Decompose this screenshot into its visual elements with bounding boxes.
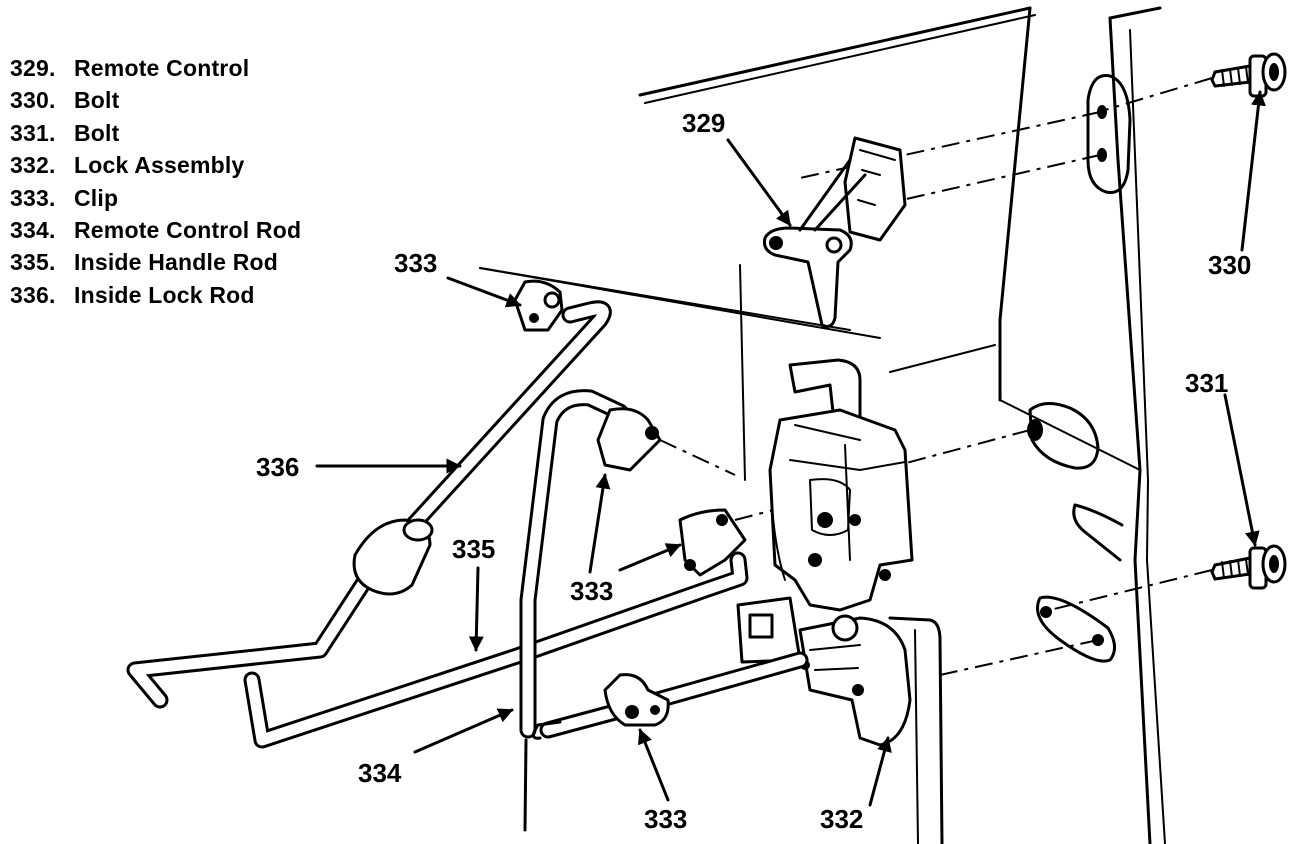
callout-333-bottom: 333 [644,804,687,834]
legend-number: 331. [10,119,56,146]
alignment-lines [479,77,1213,676]
legend-number: 334. [10,217,56,244]
remote-control-329 [763,136,907,328]
callout-330: 330 [1208,250,1251,280]
clip-333-bottom-icon [603,673,670,727]
callout-329: 329 [682,108,725,138]
callout-333-mid: 333 [570,576,613,606]
panel-slot-edge [1073,503,1124,527]
legend-item-335: 335. Inside Handle Rod [10,246,301,278]
legend-number: 330. [10,87,56,114]
callout-335: 335 [452,534,495,564]
legend-item-330: 330. Bolt [10,84,301,116]
legend-item-331: 331. Bolt [10,117,301,149]
inside-handle-rod-335 [243,551,749,749]
bolt-331-icon [1210,544,1287,590]
rod-grommet [1027,402,1100,470]
inside-lock-rod-336 [126,300,612,709]
legend-item-329: 329. Remote Control [10,52,301,84]
legend-number: 332. [10,152,56,179]
legend-label: Remote Control Rod [74,217,302,244]
clip-333-top-icon [513,279,564,332]
legend-number: 333. [10,184,56,211]
callout-331: 331 [1185,368,1228,398]
legend-number: 336. [10,281,56,308]
callout-336: 336 [256,452,299,482]
legend-number: 329. [10,55,56,81]
door-panel [638,6,1166,844]
clip-333-right-icon [678,508,747,577]
legend-number: 335. [10,249,56,276]
leader-arrows [315,90,1266,807]
callout-333-top: 333 [394,248,437,278]
legend-item-332: 332. Lock Assembly [10,149,301,181]
callout-334: 334 [358,758,402,788]
legend-item-333: 333. Clip [10,182,301,214]
legend-label: Clip [74,184,119,211]
callout-332: 332 [820,804,863,834]
legend-item-334: 334. Remote Control Rod [10,214,301,246]
clip-333-mid-icon [596,407,662,472]
legend-label: Remote Control [74,55,250,81]
panel-slot [1072,503,1122,562]
legend-label: Inside Handle Rod [74,249,279,276]
lock-assembly-332 [736,358,914,747]
bolt-boss-lower [1036,595,1116,663]
legend-label: Inside Lock Rod [74,281,255,308]
parts-legend: 329. Remote Control 330. Bolt 331. Bolt 332… [10,52,301,311]
legend-label: Bolt [74,119,120,146]
legend-label: Bolt [74,87,120,114]
bolt-330-icon [1210,52,1287,98]
legend-label: Lock Assembly [74,152,245,179]
legend-item-336: 336. Inside Lock Rod [10,279,301,311]
bolt-boss-upper [1086,74,1132,195]
